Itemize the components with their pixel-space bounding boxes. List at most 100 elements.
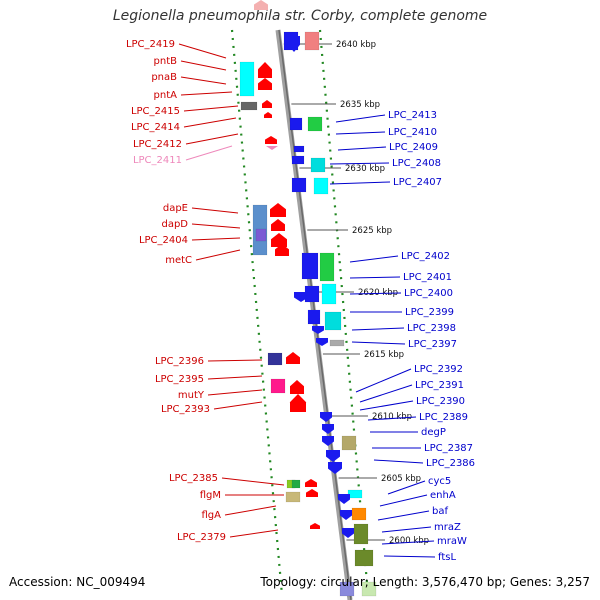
label-leader-line [367,416,417,421]
gene-arrow-up [275,244,289,256]
gene-block [255,228,267,242]
gene-label-right: mraZ [434,522,461,533]
gene-arrow-down [320,412,332,422]
gene-label-right: ftsL [438,552,456,563]
gene-arrow-up [290,380,304,394]
gene-arrow-down [326,450,340,462]
label-leader-line [351,341,406,345]
label-leader-line [213,401,263,410]
gene-arrow-up [264,112,272,118]
gene-block [353,523,369,545]
gene-label-right: degP [421,427,446,438]
gene-block [324,311,342,331]
gene-label-left: LPC_2379 [177,532,226,543]
label-leader-line [207,375,263,380]
gene-label-left: LPC_2419 [126,39,175,50]
gene-arrow-down [338,494,350,504]
gene-arrow-up [305,479,317,487]
gene-label-right: LPC_2390 [416,396,465,407]
gene-block [285,491,301,503]
gene-label-left: LPC_2395 [155,374,204,385]
gene-block [301,252,319,280]
gene-label-left: flgM [200,490,221,501]
kbp-label: 2640 kbp [336,40,376,50]
label-leader-line [349,276,401,279]
gene-label-right: LPC_2391 [415,380,464,391]
kbp-label: 2605 kbp [381,474,421,484]
label-leader-line [381,540,435,545]
gene-block [339,581,355,597]
gene-label-left: LPC_2414 [131,122,180,133]
label-leader-line [229,529,279,538]
label-leader-line [180,60,227,71]
gene-label-right: mraW [437,536,467,547]
kbp-label: 2630 kbp [345,164,385,174]
gene-label-left: LPC_2404 [139,235,188,246]
gene-arrow-up [310,523,320,529]
kbp-label: 2600 kbp [389,536,429,546]
gene-arrow-down [342,528,354,538]
gene-label-left: metC [165,255,192,266]
gene-arrow-up [254,0,268,10]
gene-block [291,479,301,489]
label-leader-line [349,255,399,263]
gene-block [321,283,337,305]
gene-arrow-down [308,310,320,324]
gene-label-right: LPC_2389 [419,412,468,423]
label-leader-line [195,249,241,261]
label-leader-line [183,117,237,128]
gene-label-right: LPC_2400 [404,288,453,299]
gene-arrow-down [294,292,308,302]
gene-label-left: flgA [202,510,222,521]
gene-label-right: LPC_2399 [405,307,454,318]
gene-label-left: pntA [154,90,178,101]
label-leader-line [191,237,241,241]
gene-block [304,31,320,51]
gene-arrow-up [271,233,287,247]
left-guide-line [230,29,284,596]
gene-label-left: mutY [178,390,205,401]
label-leader-line [359,384,413,403]
gene-label-left: LPC_2393 [161,404,210,415]
gene-block [351,507,367,521]
label-leader-line [379,494,428,507]
gene-arrow-down [328,462,342,474]
gene-block [313,177,329,195]
label-leader-line [207,389,263,396]
accession-text: Accession: NC_009494 [9,575,146,589]
gene-label-right: LPC_2398 [407,323,456,334]
label-leader-line [191,207,239,214]
gene-block [293,145,305,153]
label-leader-line [337,146,387,151]
gene-block [310,157,326,173]
gene-label-right: LPC_2410 [388,127,437,138]
label-leader-line [377,510,430,521]
label-leader-line [373,459,424,464]
gene-arrow-up [270,203,286,217]
gene-label-right: LPC_2392 [414,364,463,375]
gene-label-left: LPC_2396 [155,356,204,367]
gene-block [270,378,286,394]
gene-block [354,549,374,567]
gene-label-left: LPC_2412 [133,139,182,150]
label-leader-line [329,162,390,165]
gene-block [240,101,258,111]
gene-label-right: LPC_2386 [426,458,475,469]
label-leader-line [329,181,391,185]
gene-label-right: LPC_2413 [388,110,437,121]
label-leader-line [221,477,285,486]
gene-arrow-down [322,424,334,434]
gene-label-right: LPC_2409 [389,142,438,153]
gene-arrow-down [316,338,328,346]
label-leader-line [185,133,239,145]
gene-block [329,339,345,347]
gene-label-left: pnaB [151,72,177,83]
gene-arrow-faded [266,146,278,150]
label-leader-line [383,555,436,558]
gene-block [361,581,377,597]
kbp-label: 2615 kbp [364,350,404,360]
gene-label-right: cyc5 [428,476,451,487]
gene-block [291,177,307,193]
